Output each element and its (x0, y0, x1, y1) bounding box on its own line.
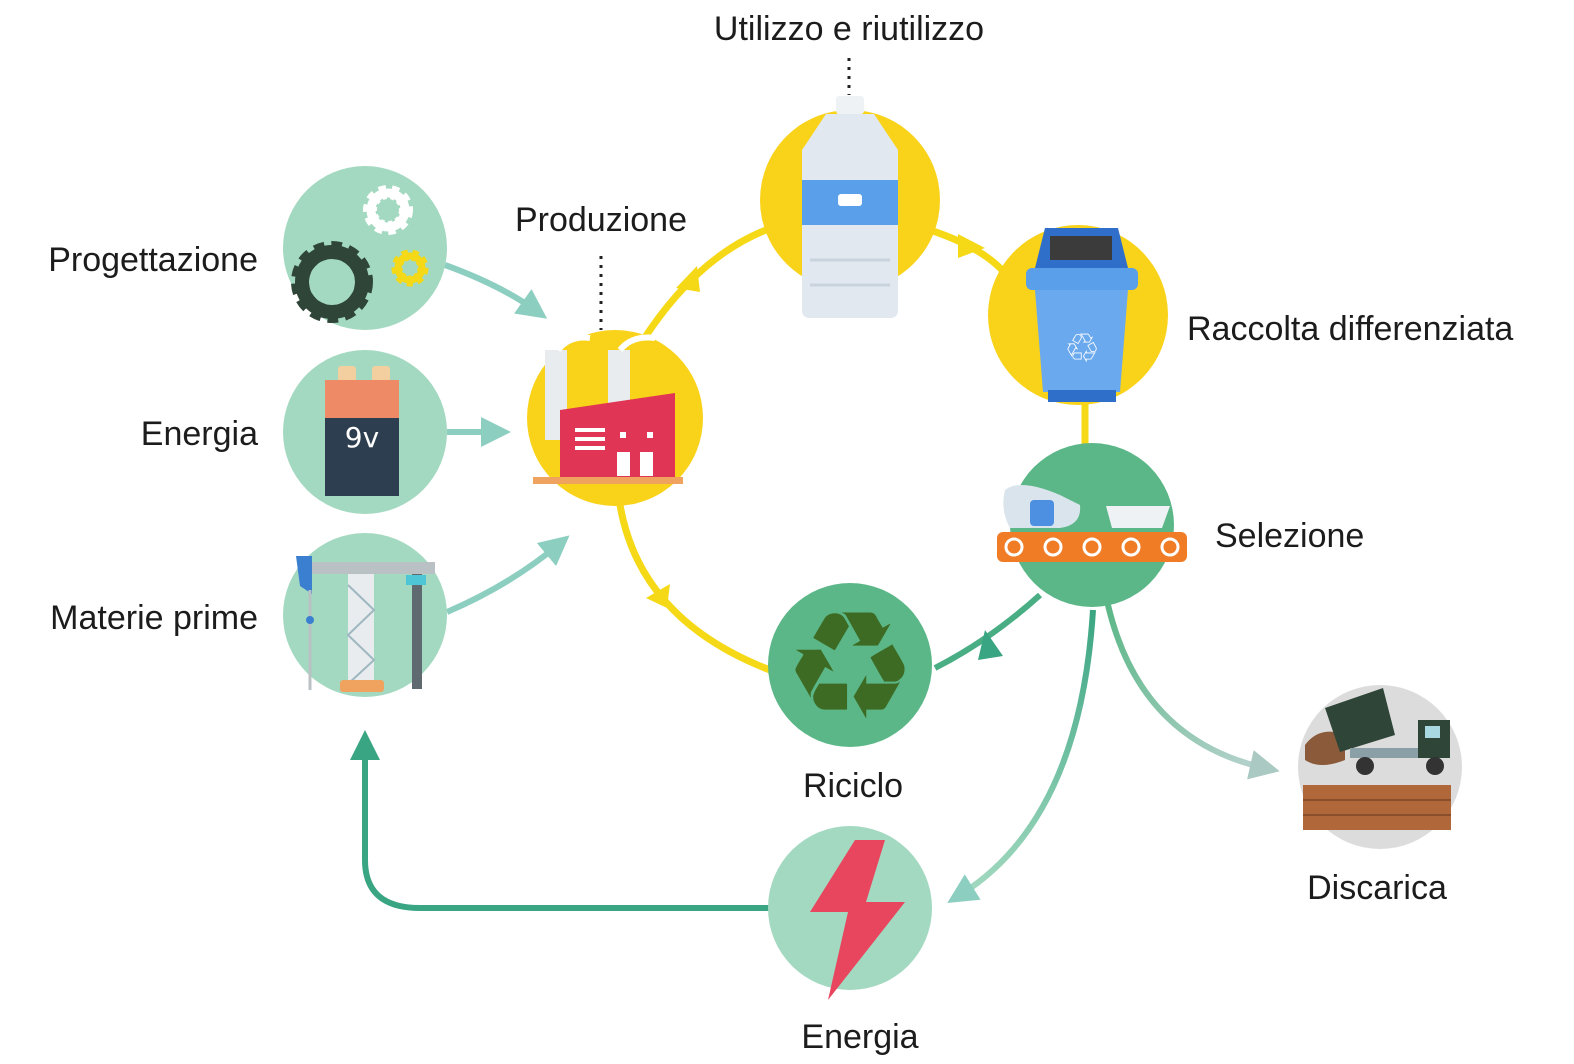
arrow-selezione-discarica (1105, 604, 1280, 780)
node-produzione (527, 330, 703, 506)
arrow-materie-produzione (445, 535, 570, 615)
bottle-icon (802, 96, 898, 318)
label-utilizzo: Utilizzo e riutilizzo (713, 10, 985, 48)
arrow-energia-materie (350, 730, 772, 911)
battery-icon (325, 366, 399, 496)
node-selezione (997, 443, 1187, 607)
node-energia-input (283, 350, 447, 514)
selection-outputs (350, 592, 1280, 911)
input-arrows (443, 262, 570, 615)
node-utilizzo (760, 96, 940, 318)
battery-label: 9v (345, 421, 379, 454)
lightning-bolt-icon (810, 840, 905, 1000)
node-raccolta: ♲ (988, 225, 1168, 405)
gear-icon (291, 185, 429, 323)
label-riciclo: Riciclo (802, 767, 904, 805)
node-energia-recupero (768, 826, 932, 1000)
factory-icon (533, 334, 683, 484)
svg-text:♲: ♲ (1064, 326, 1100, 372)
recycling-bin-icon: ♲ (1026, 228, 1138, 402)
node-materie-prime (283, 533, 447, 697)
label-energia-recupero: Energia (801, 1018, 919, 1056)
conveyor-icon (997, 485, 1187, 562)
arrow-progettazione-produzione (443, 262, 548, 319)
label-produzione: Produzione (514, 201, 688, 239)
recycle-icon: ♻ (783, 580, 917, 754)
label-selezione: Selezione (1215, 517, 1365, 555)
label-progettazione: Progettazione (48, 241, 258, 279)
label-materie-prime: Materie prime (50, 599, 258, 637)
cycle-arrowheads (646, 234, 985, 608)
node-discarica (1298, 685, 1462, 849)
arrowhead-riciclo (978, 630, 1003, 660)
label-raccolta: Raccolta differenziata (1187, 310, 1514, 348)
node-riciclo: ♻ (768, 580, 932, 754)
label-discarica: Discarica (1307, 869, 1447, 907)
node-progettazione (283, 166, 447, 330)
label-energia-input: Energia (140, 415, 258, 453)
arrow-selezione-energia (947, 609, 1096, 903)
dump-truck-icon (1303, 688, 1451, 830)
oil-pump-icon (296, 556, 435, 692)
